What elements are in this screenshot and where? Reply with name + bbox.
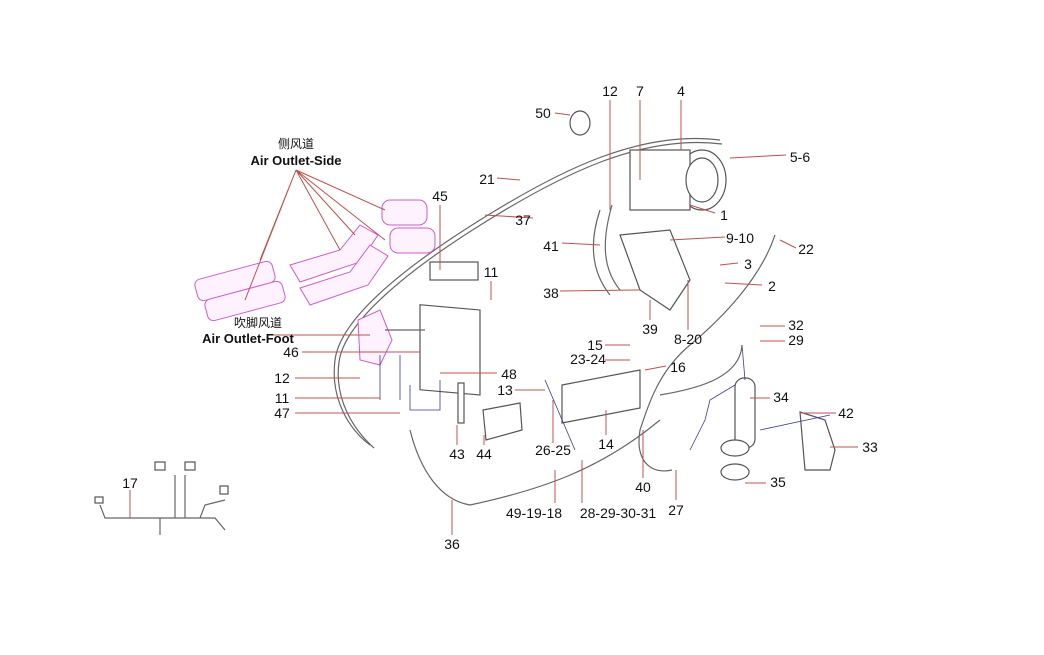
callout: 13 [497,382,513,398]
clamp [720,439,750,457]
callout: 26-25 [535,442,571,458]
callout: 34 [773,389,789,405]
callout: 49-19-18 [506,505,562,521]
callout: 7 [636,83,644,99]
condenser [561,369,641,424]
callout: 44 [476,446,492,462]
callout: 48 [501,366,517,382]
callout: 36 [444,536,460,552]
callout: 14 [598,436,614,452]
callout: 16 [670,359,686,375]
callout: 1 [720,207,728,223]
callout: 42 [838,405,854,421]
receiver-drier [734,377,756,449]
drain-hoses [379,344,831,451]
callout: 12 [602,83,618,99]
bracket [619,229,691,311]
callout: 38 [543,285,559,301]
callout: 17 [122,475,138,491]
callout: 40 [635,479,651,495]
callout: 46 [283,344,299,360]
mount-plate [799,411,836,471]
clamp-lower [720,463,750,481]
air-outlet-side-zh: 侧风道 [278,137,314,151]
callout: 2 [768,278,776,294]
callout: 39 [642,321,658,337]
air-outlet-foot-label: Air Outlet-Foot [202,331,294,346]
callout: 12 [274,370,290,386]
part-44 [482,402,523,441]
air-outlet-foot-zh: 吹脚风道 [234,315,282,330]
callout: 43 [449,446,465,462]
hvac-unit [385,261,481,396]
callout: 50 [535,105,551,121]
callout: 15 [587,337,603,353]
part-43 [457,382,465,424]
callout: 28-29-30-31 [580,505,656,521]
callout-labels: 12 7 4 50 5-6 21 45 37 1 41 9-10 22 11 3… [122,83,878,552]
callout: 22 [798,241,814,257]
callout: 32 [788,317,804,333]
callout: 11 [275,390,290,406]
side-air-ducts [194,199,436,322]
belt-bracket [592,204,621,296]
callout: 5-6 [790,149,810,165]
leader-lines [129,100,858,535]
callout: 45 [432,188,448,204]
callout: 3 [744,256,752,272]
callout: 4 [677,83,685,99]
callout: 27 [668,502,684,518]
callout: 8-20 [674,331,702,347]
air-outlet-side-label: Air Outlet-Side [250,153,341,168]
callout: 9-10 [726,230,754,246]
callout: 47 [274,405,290,421]
callout: 35 [770,474,786,490]
wiring-harness [94,461,229,535]
part-50 [569,110,591,136]
callout: 11 [484,264,499,280]
foot-air-duct [357,309,393,366]
compressor [629,149,727,211]
callout: 21 [479,171,495,187]
callout: 41 [543,238,559,254]
callout: 29 [788,332,804,348]
callout: 33 [862,439,878,455]
callout: 37 [515,212,531,228]
callout: 23-24 [570,351,606,367]
